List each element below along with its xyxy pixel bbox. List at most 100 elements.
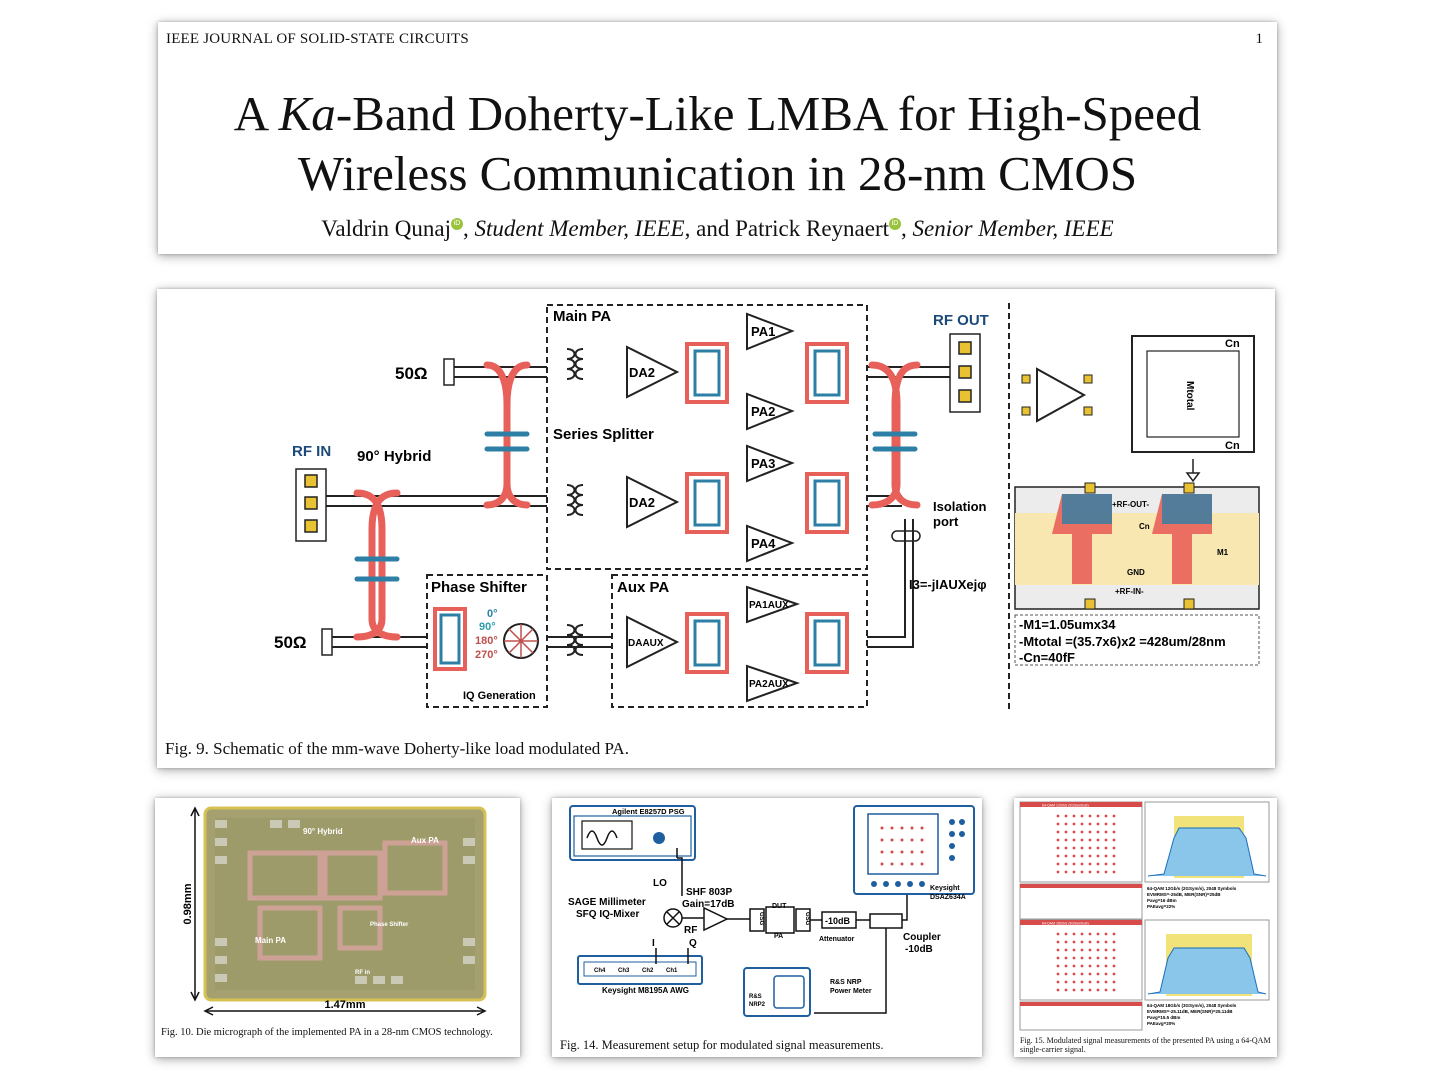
resistor-bottom [321,628,333,656]
top-evm: EVMRMS=-25dB, MER(SNR)=25dB [1147,892,1221,897]
constellation-point [1072,940,1076,944]
constellation-point [1056,838,1060,842]
orcid-icon[interactable]: iD [450,218,463,230]
constellation-point [1112,846,1116,850]
constellation-point [1072,838,1076,842]
scope-label-2: DSAZ634A [930,894,966,901]
constellation-point [1088,870,1092,874]
constellation-point [1104,980,1108,984]
da2-mid-label: DA2 [629,495,655,510]
coupler-label-1: Coupler [903,932,941,943]
attenuator-value: -10dB [825,916,851,926]
constellation-point [1056,932,1060,936]
top-pavg: Pavg=16 dBm [1147,898,1177,903]
pa2aux-symbol [746,664,801,703]
pa1-label: PA1 [751,324,775,339]
constellation-point [1064,956,1068,960]
aux-pa-label: Aux PA [617,579,669,596]
constellation-point [1056,854,1060,858]
spec-m1: -M1=1.05umx34 [1019,617,1116,632]
constellation-point [1096,948,1100,952]
constellation-point [1064,940,1068,944]
constellation-point [1056,972,1060,976]
constellation-point [1088,988,1092,992]
bot-result-title: 64-QAM 18Gb/s (3GSym/s), 2048 Symbols [1147,1003,1237,1008]
scope-label-1: Keysight [930,885,960,892]
amp-label-1: SHF 803P [686,887,732,898]
constellation-point [1088,956,1092,960]
gsg-left-label: GSG [758,912,764,926]
constellation-point [1080,854,1084,858]
constellation-point [1080,838,1084,842]
constellation-point [1104,956,1108,960]
constellation-point [1056,822,1060,826]
constellation-point [1080,814,1084,818]
constellation-point [1056,940,1060,944]
constellation-point [1104,870,1108,874]
constellation-point [1080,830,1084,834]
constellation-point [1088,830,1092,834]
constellation-point [1064,846,1068,850]
pa4-label: PA4 [751,536,776,551]
constellation-point [1096,964,1100,968]
current-label: I3=-jIAUXejφ [909,577,987,592]
driver-amp-aux: DAAUX [626,615,680,669]
awg-ch1: Ch1 [666,968,678,974]
constellation-point [1112,870,1116,874]
constellation-point [1072,932,1076,936]
constellation-point [1088,862,1092,866]
constellation-point [1096,988,1100,992]
figure-10: 90° Hybrid Aux PA Main PA Phase Shifter … [155,798,520,1057]
measurement-setup: Agilent E8257D PSG LO SAGE Millimeter SF… [568,805,975,1017]
author-1: Valdrin Qunaj [321,216,451,241]
width-dimension: 1.47mm [325,999,366,1011]
pa2-symbol [746,392,795,431]
constellation-point [1096,822,1100,826]
da2-top-label: DA2 [629,365,655,380]
constellation-point [1072,862,1076,866]
constellation-point [1080,822,1084,826]
fig9-caption: Fig. 9. Schematic of the mm-wave Doherty… [165,739,629,758]
constellation-point [1104,940,1108,944]
bot-pae: PAEavg=20% [1147,1021,1175,1026]
paper-header: IEEE JOURNAL OF SOLID-STATE CIRCUITS 1 A… [158,22,1277,254]
constellation-point [1056,956,1060,960]
awg-label: Keysight M8195A AWG [602,986,689,995]
constellation-point [1112,838,1116,842]
constellation-point [1088,854,1092,858]
spec-mtotal: -Mtotal =(35.7x6)x2 =428um/28nm [1019,634,1226,649]
deg0-label: 0° [487,608,498,620]
constellation-point [1080,964,1084,968]
coupler [869,913,903,929]
iq-generation-label: IQ Generation [463,690,536,702]
constellation-point [1096,956,1100,960]
fig14-caption: Fig. 14. Measurement setup for modulated… [560,1038,884,1052]
termination-bottom-label: 50Ω [274,633,307,652]
pa3-label: PA3 [751,456,775,471]
constellation-point [1112,830,1116,834]
deg270-label: 270° [475,649,498,661]
orcid-icon[interactable]: iD [889,218,901,230]
constellation-point [1104,854,1108,858]
isolation-label: Isolation [933,499,987,514]
specs-box [1014,614,1260,666]
constellation-point [1112,964,1116,968]
constellation-point [1104,948,1108,952]
rf-out-label: RF OUT [933,312,989,329]
i-label: I [652,938,655,949]
constellation-point [1088,838,1092,842]
constellation-point [1112,980,1116,984]
mtotal-label: Mtotal [1184,381,1195,411]
figure-15: 64-QAM 12Gb/s (2GSymbols) 64-QAM 12Gb/s … [1014,798,1277,1057]
pa3-symbol [746,444,795,483]
constellation-point [1080,846,1084,850]
constellation-point [1096,838,1100,842]
constellation-point [1104,838,1108,842]
constellation-point [1096,870,1100,874]
constellation-point [1080,956,1084,960]
constellation-point [1064,822,1068,826]
author-2: Patrick Reynaert [735,216,889,241]
constellation-point [1088,846,1092,850]
constellation-point [1064,948,1068,952]
awg-ch4: Ch4 [594,968,606,974]
